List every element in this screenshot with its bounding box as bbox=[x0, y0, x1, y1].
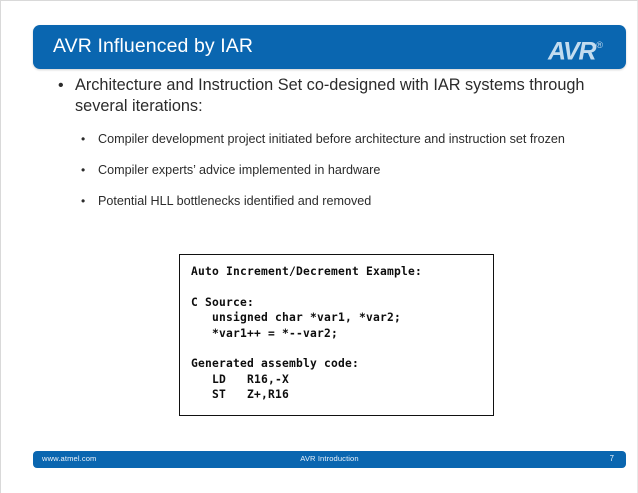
bullet-sublist: • Compiler development project initiated… bbox=[1, 131, 638, 209]
avr-logo-text: AVR bbox=[548, 37, 597, 66]
page-title: AVR Influenced by IAR bbox=[53, 35, 254, 57]
registered-trademark-icon: ® bbox=[596, 40, 603, 50]
bullet-level2: • Potential HLL bottlenecks identified a… bbox=[1, 193, 588, 209]
bullet-level2-text: Compiler development project initiated b… bbox=[98, 132, 565, 146]
code-example-text: Auto Increment/Decrement Example: C Sour… bbox=[191, 265, 423, 402]
bullet-dot-icon: • bbox=[81, 132, 86, 146]
bullet-level2-text: Compiler experts’ advice implemented in … bbox=[98, 163, 381, 177]
bullet-level2: • Compiler experts’ advice implemented i… bbox=[1, 162, 588, 178]
bullet-dot-icon: • bbox=[58, 77, 64, 94]
slide-footer-bar: www.atmel.com AVR Introduction 7 bbox=[33, 451, 626, 468]
bullet-dot-icon: • bbox=[81, 163, 86, 177]
bullet-level2-text: Potential HLL bottlenecks identified and… bbox=[98, 194, 372, 208]
footer-page-number: 7 bbox=[609, 454, 614, 463]
avr-logo: AVR® bbox=[548, 34, 603, 66]
footer-url[interactable]: www.atmel.com bbox=[42, 454, 97, 463]
bullet-level2: • Compiler development project initiated… bbox=[1, 131, 588, 147]
slide-header-bar: AVR Influenced by IAR AVR® bbox=[33, 25, 626, 69]
bullet-level1: • Architecture and Instruction Set co-de… bbox=[1, 75, 605, 117]
bullet-level1-text: Architecture and Instruction Set co-desi… bbox=[75, 76, 585, 115]
bullet-dot-icon: • bbox=[81, 194, 86, 208]
code-example-box: Auto Increment/Decrement Example: C Sour… bbox=[179, 254, 494, 416]
slide-content: • Architecture and Instruction Set co-de… bbox=[1, 75, 638, 224]
footer-deck-title: AVR Introduction bbox=[300, 454, 359, 463]
